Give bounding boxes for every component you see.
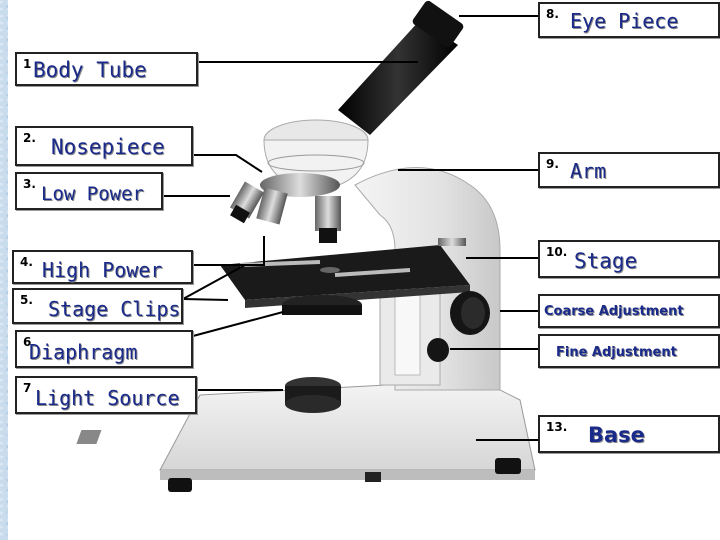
label-number: 1 <box>23 57 31 71</box>
label-text: Diaphragm <box>29 340 137 364</box>
label-number: 10. <box>546 245 567 259</box>
label-number: 7 <box>23 381 31 395</box>
label-arm: 9. Arm <box>538 152 720 188</box>
label-text: Body Tube <box>33 58 147 82</box>
label-body-tube: 1 Body Tube <box>15 52 198 86</box>
label-text: Base <box>588 423 645 447</box>
leader-high-power <box>193 236 264 265</box>
label-text: High Power <box>42 258 162 282</box>
label-number: 8. <box>546 7 559 21</box>
label-text: Arm <box>570 159 606 183</box>
label-text: Light Source <box>35 386 180 410</box>
nosepiece-head <box>260 120 368 197</box>
label-number: 3. <box>23 177 36 191</box>
diaphragm <box>282 295 362 315</box>
label-text: Stage <box>574 249 637 273</box>
leader-diaphragm <box>193 312 283 336</box>
label-number: 9. <box>546 157 559 171</box>
label-text: Stage Clips <box>48 297 180 321</box>
label-stage: 10. Stage <box>538 240 720 278</box>
label-eye-piece: 8. Eye Piece <box>538 2 720 38</box>
label-low-power: 3. Low Power <box>15 172 163 210</box>
label-nosepiece: 2. Nosepiece <box>15 126 193 166</box>
label-text: Coarse Adjustment <box>544 304 684 319</box>
label-number: 13. <box>546 420 567 434</box>
label-high-power: 4. High Power <box>12 250 193 284</box>
label-base: 13. Base <box>538 415 720 453</box>
label-number: 2. <box>23 131 36 145</box>
label-text: Low Power <box>41 183 144 205</box>
light-source <box>285 377 341 413</box>
label-number: 4. <box>20 255 33 269</box>
label-text: Nosepiece <box>51 135 165 159</box>
leader-nosepiece <box>193 155 262 172</box>
label-number: 5. <box>20 293 33 307</box>
stage-clip-screw <box>438 238 466 246</box>
label-fine-adjustment: Fine Adjustment <box>538 334 720 368</box>
label-light-source: 7 Light Source <box>15 376 197 414</box>
label-text: Fine Adjustment <box>556 345 677 360</box>
label-text: Eye Piece <box>570 9 678 33</box>
label-stage-clips: 5. Stage Clips <box>12 288 183 324</box>
coarse-adjustment-knob <box>450 291 490 335</box>
label-diaphragm: 6 Diaphragm <box>15 330 193 368</box>
leader-stage-clips-b <box>183 299 228 300</box>
body-tube <box>338 0 465 135</box>
fine-adjustment-knob <box>427 338 449 362</box>
label-coarse-adjustment: Coarse Adjustment <box>538 294 720 328</box>
